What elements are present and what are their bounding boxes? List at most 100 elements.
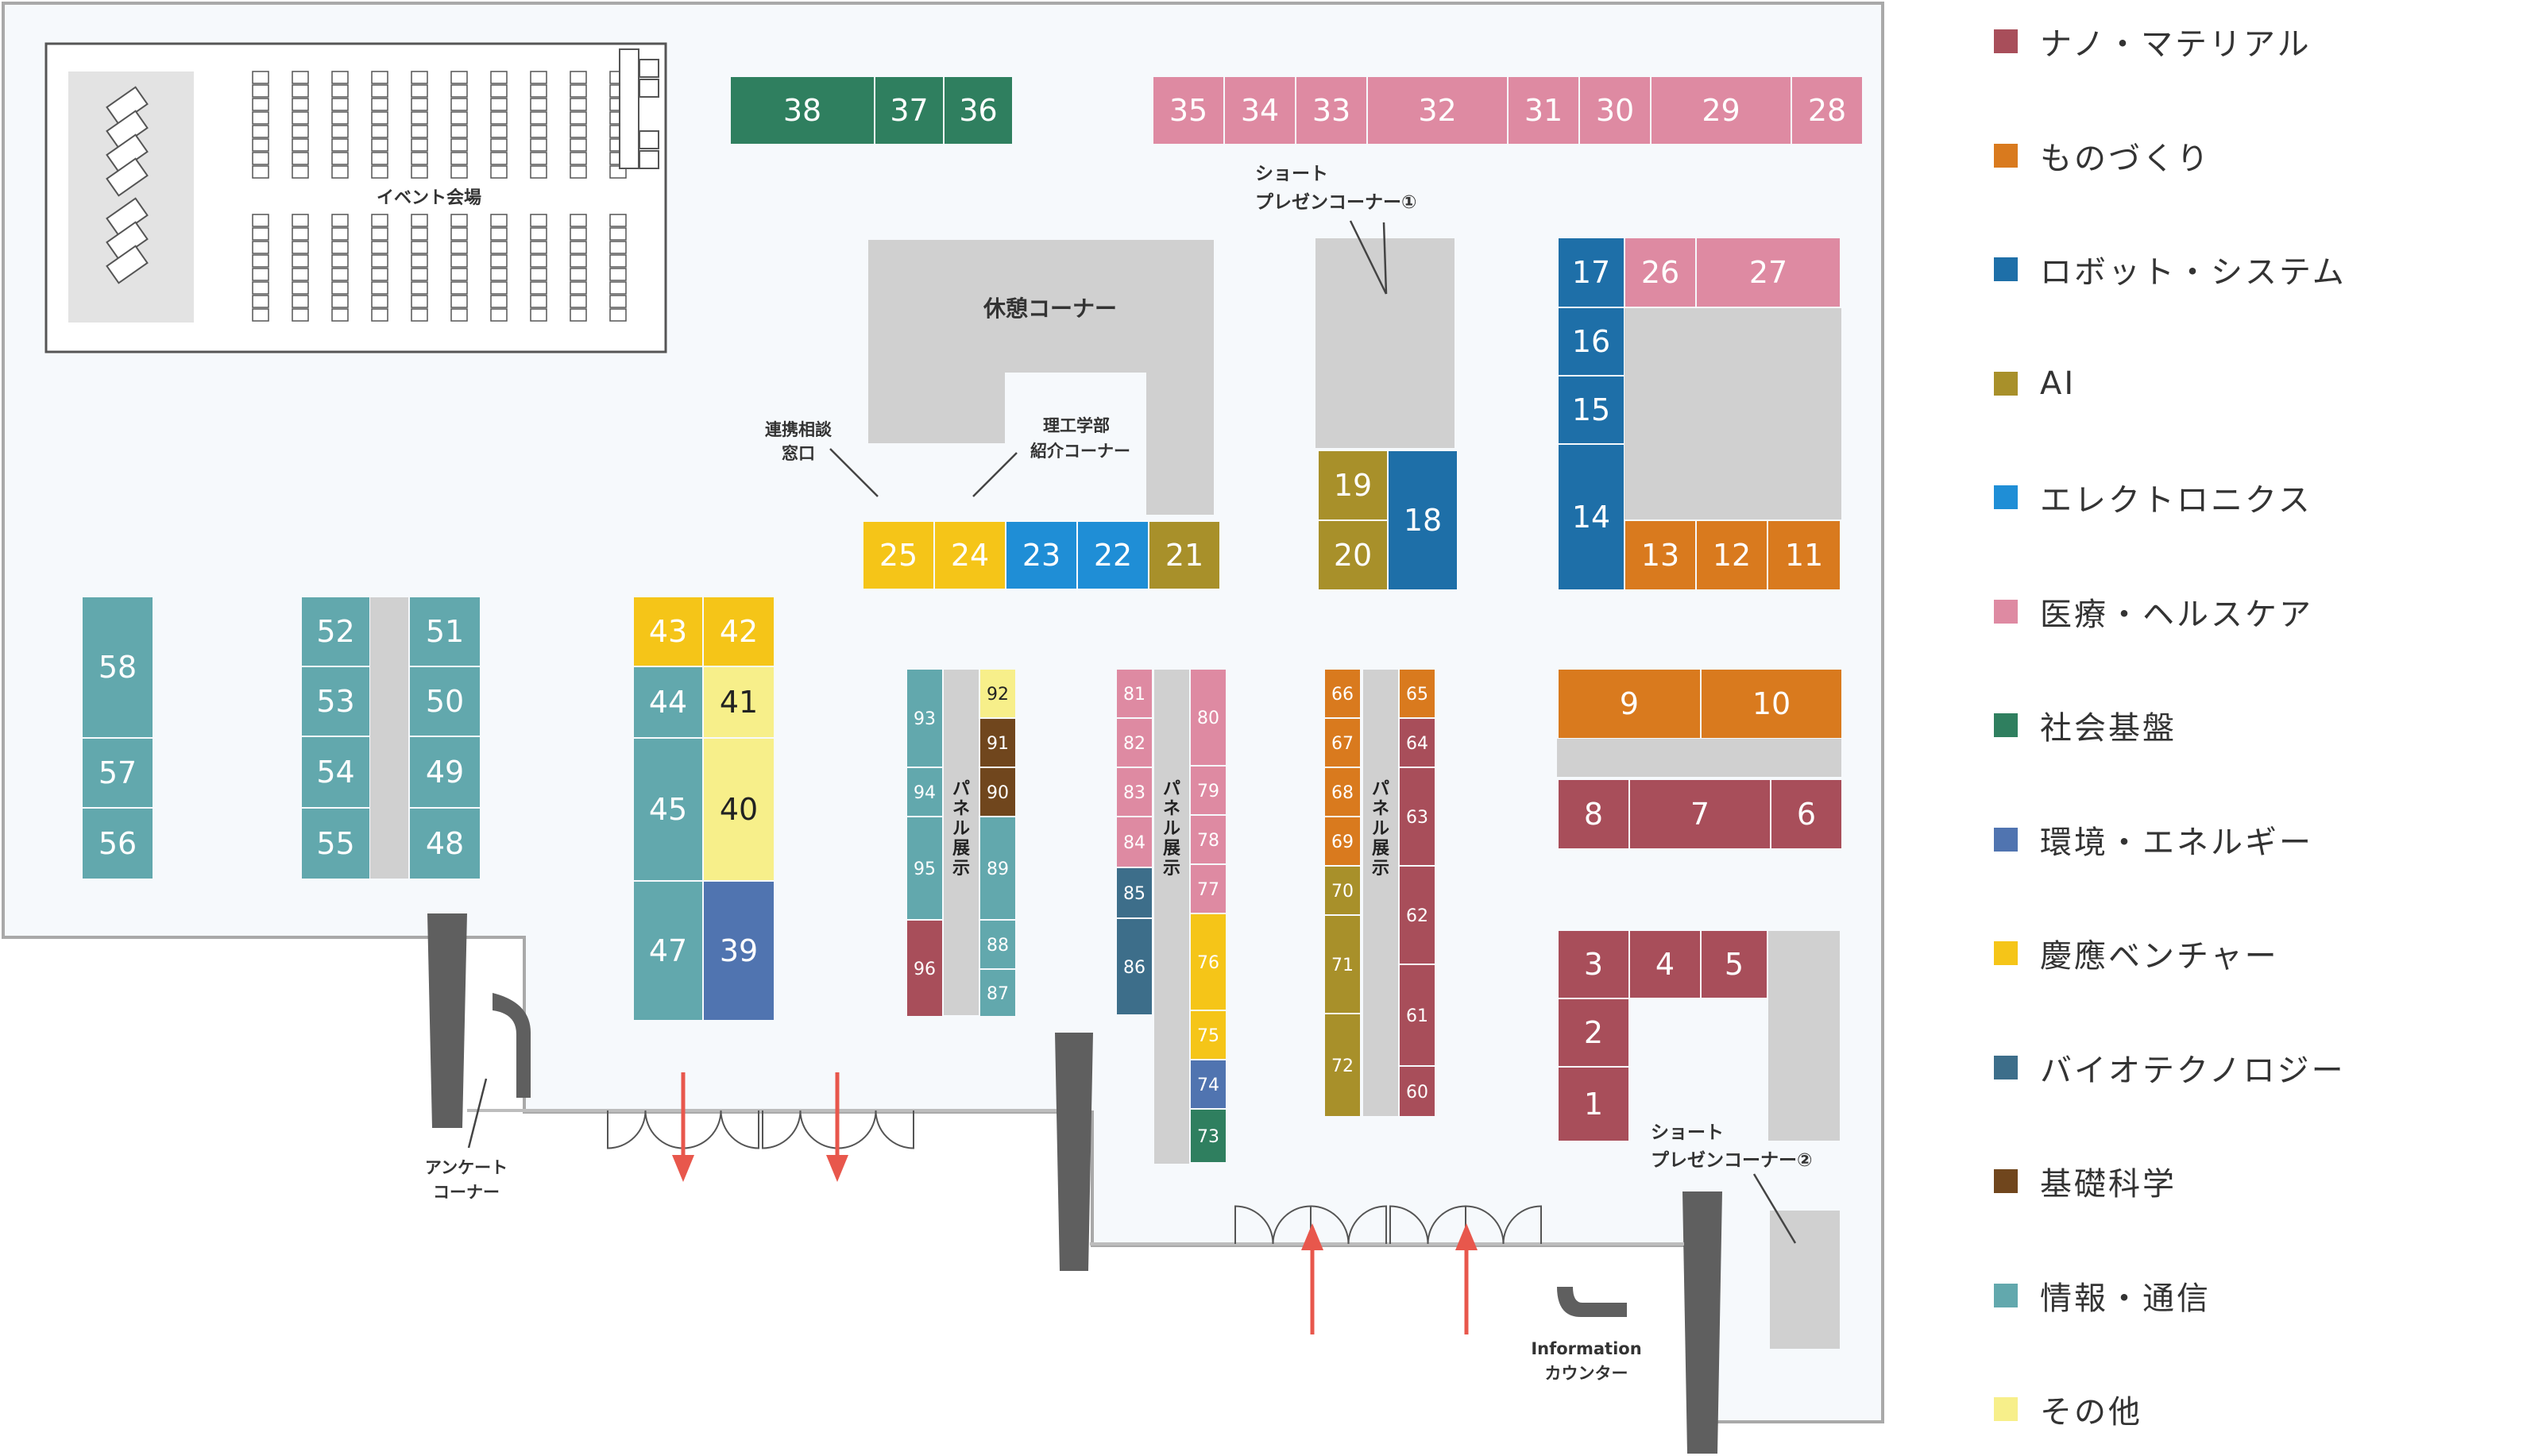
booth-85[interactable]: 85 xyxy=(1117,868,1152,917)
booth-tile[interactable] xyxy=(1559,999,1628,1066)
booth-tile[interactable] xyxy=(1078,522,1148,589)
booth-tile[interactable] xyxy=(980,970,1015,1016)
booth-47[interactable]: 47 xyxy=(634,882,702,1020)
booth-11[interactable]: 11 xyxy=(1768,521,1840,589)
booth-tile[interactable] xyxy=(1652,77,1791,144)
booth-tile[interactable] xyxy=(1325,768,1360,816)
booth-tile[interactable] xyxy=(980,719,1015,767)
booth-tile[interactable] xyxy=(980,921,1015,968)
booth-95[interactable]: 95 xyxy=(907,817,942,919)
booth-tile[interactable] xyxy=(1400,768,1435,865)
booth-tile[interactable] xyxy=(1191,767,1226,814)
booth-tile[interactable] xyxy=(83,739,153,807)
booth-21[interactable]: 21 xyxy=(1149,522,1219,589)
booth-tile[interactable] xyxy=(731,77,874,144)
booth-49[interactable]: 49 xyxy=(410,737,480,807)
booth-tile[interactable] xyxy=(1625,521,1695,589)
booth-tile[interactable] xyxy=(1400,719,1435,767)
booth-tile[interactable] xyxy=(1792,77,1862,144)
booth-tile[interactable] xyxy=(1325,817,1360,865)
booth-tile[interactable] xyxy=(1117,768,1152,816)
booth-tile[interactable] xyxy=(1400,1067,1435,1116)
booth-tile[interactable] xyxy=(1117,868,1152,917)
booth-tile[interactable] xyxy=(1117,719,1152,767)
booth-79[interactable]: 79 xyxy=(1191,767,1226,814)
booth-tile[interactable] xyxy=(1580,77,1650,144)
booth-68[interactable]: 68 xyxy=(1325,768,1360,816)
booth-tile[interactable] xyxy=(1149,522,1219,589)
booth-8[interactable]: 8 xyxy=(1559,780,1628,848)
booth-tile[interactable] xyxy=(1559,931,1628,998)
booth-86[interactable]: 86 xyxy=(1117,919,1152,1014)
booth-tile[interactable] xyxy=(1191,816,1226,863)
booth-55[interactable]: 55 xyxy=(302,809,369,879)
booth-66[interactable]: 66 xyxy=(1325,670,1360,717)
booth-tile[interactable] xyxy=(1117,817,1152,867)
booth-29[interactable]: 29 xyxy=(1652,77,1791,144)
booth-4[interactable]: 4 xyxy=(1630,931,1700,998)
booth-56[interactable]: 56 xyxy=(83,809,153,879)
booth-26[interactable]: 26 xyxy=(1625,238,1695,307)
booth-tile[interactable] xyxy=(410,597,480,666)
booth-tile[interactable] xyxy=(634,739,702,880)
booth-43[interactable]: 43 xyxy=(634,597,702,666)
booth-22[interactable]: 22 xyxy=(1078,522,1148,589)
booth-tile[interactable] xyxy=(1400,867,1435,964)
booth-tile[interactable] xyxy=(1191,914,1226,1010)
booth-tile[interactable] xyxy=(1325,1014,1360,1116)
booth-74[interactable]: 74 xyxy=(1191,1060,1226,1108)
booth-54[interactable]: 54 xyxy=(302,737,369,807)
booth-tile[interactable] xyxy=(1697,521,1767,589)
booth-tile[interactable] xyxy=(1559,1068,1628,1141)
booth-78[interactable]: 78 xyxy=(1191,816,1226,863)
booth-tile[interactable] xyxy=(1702,670,1841,738)
booth-tile[interactable] xyxy=(935,522,1005,589)
booth-61[interactable]: 61 xyxy=(1400,965,1435,1065)
booth-tile[interactable] xyxy=(1325,916,1360,1013)
booth-92[interactable]: 92 xyxy=(980,670,1015,717)
booth-87[interactable]: 87 xyxy=(980,970,1015,1016)
booth-73[interactable]: 73 xyxy=(1191,1110,1226,1162)
booth-17[interactable]: 17 xyxy=(1559,238,1624,307)
booth-77[interactable]: 77 xyxy=(1191,865,1226,913)
booth-60[interactable]: 60 xyxy=(1400,1067,1435,1116)
booth-45[interactable]: 45 xyxy=(634,739,702,880)
booth-14[interactable]: 14 xyxy=(1559,445,1624,589)
booth-48[interactable]: 48 xyxy=(410,809,480,879)
booth-69[interactable]: 69 xyxy=(1325,817,1360,865)
booth-tile[interactable] xyxy=(1389,451,1457,589)
booth-tile[interactable] xyxy=(302,809,369,879)
booth-tile[interactable] xyxy=(1325,867,1360,914)
booth-tile[interactable] xyxy=(1559,780,1628,848)
booth-tile[interactable] xyxy=(1191,670,1226,765)
booth-tile[interactable] xyxy=(1191,865,1226,913)
booth-1[interactable]: 1 xyxy=(1559,1068,1628,1141)
booth-33[interactable]: 33 xyxy=(1296,77,1366,144)
booth-31[interactable]: 31 xyxy=(1509,77,1578,144)
booth-25[interactable]: 25 xyxy=(863,522,933,589)
booth-tile[interactable] xyxy=(907,670,942,767)
booth-tile[interactable] xyxy=(1191,1110,1226,1162)
booth-39[interactable]: 39 xyxy=(704,882,774,1020)
booth-41[interactable]: 41 xyxy=(704,667,774,737)
booth-19[interactable]: 19 xyxy=(1319,451,1387,519)
booth-tile[interactable] xyxy=(410,737,480,807)
booth-tile[interactable] xyxy=(1559,308,1624,375)
booth-tile[interactable] xyxy=(1630,931,1700,998)
booth-tile[interactable] xyxy=(634,882,702,1020)
booth-2[interactable]: 2 xyxy=(1559,999,1628,1066)
booth-tile[interactable] xyxy=(945,77,1012,144)
booth-52[interactable]: 52 xyxy=(302,597,369,666)
booth-tile[interactable] xyxy=(1296,77,1366,144)
booth-tile[interactable] xyxy=(302,667,369,736)
booth-tile[interactable] xyxy=(980,817,1015,919)
booth-88[interactable]: 88 xyxy=(980,921,1015,968)
booth-tile[interactable] xyxy=(1771,780,1841,848)
booth-tile[interactable] xyxy=(875,77,943,144)
booth-9[interactable]: 9 xyxy=(1559,670,1700,738)
booth-tile[interactable] xyxy=(410,667,480,736)
booth-tile[interactable] xyxy=(980,670,1015,717)
booth-12[interactable]: 12 xyxy=(1697,521,1767,589)
booth-67[interactable]: 67 xyxy=(1325,719,1360,767)
booth-65[interactable]: 65 xyxy=(1400,670,1435,717)
